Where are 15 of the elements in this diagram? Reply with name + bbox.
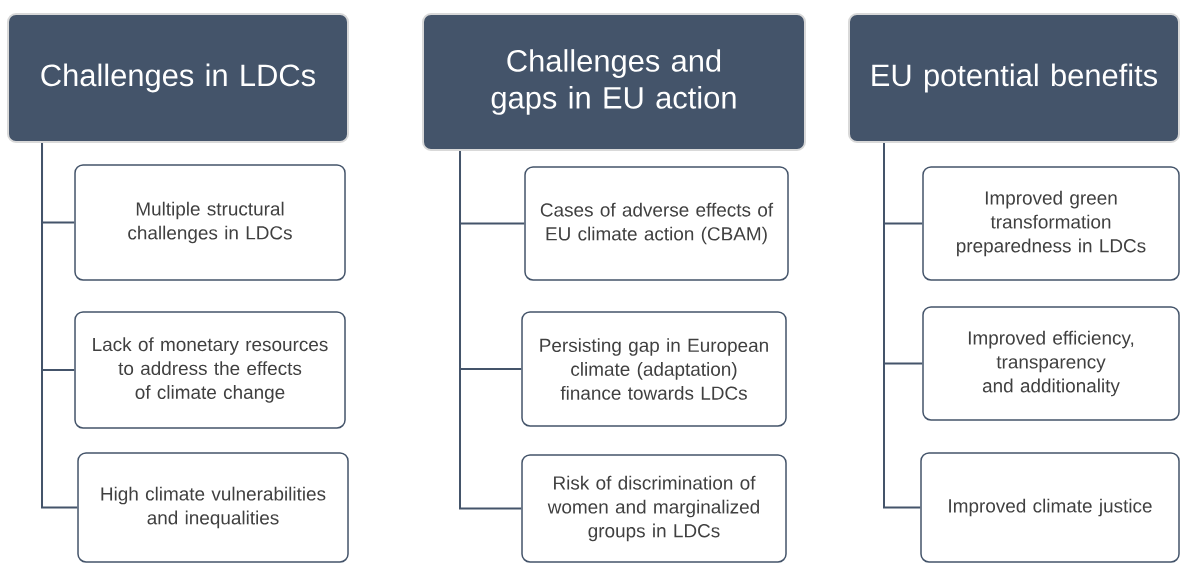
text-box: Multiple structural challenges in LDCs [74, 164, 346, 281]
text-box: Persisting gap in European climate (adaptation) finance towards LDCs [521, 311, 787, 427]
heading-box: Challenges and gaps in EU action [422, 13, 806, 151]
connector-line [459, 150, 523, 510]
text-box: Lack of monetary resources to address the effects of climate change [74, 311, 346, 429]
connector-line [41, 142, 79, 509]
text-box: High climate vulnerabilities and inequalities [77, 452, 349, 563]
text-box: Cases of adverse effects of EU climate action (CBAM) [524, 166, 789, 281]
text-box: Risk of discrimination of women and marginalized groups in LDCs [521, 454, 787, 563]
heading-box: EU potential benefits [848, 13, 1180, 143]
text-box: Improved green transformation preparedness in LDCs [922, 166, 1180, 281]
text-box: Improved climate justice [920, 452, 1180, 563]
connector-line [883, 142, 922, 509]
text-box: Improved efficiency, transparency and additionality [922, 306, 1180, 421]
heading-box: Challenges in LDCs [7, 13, 349, 143]
